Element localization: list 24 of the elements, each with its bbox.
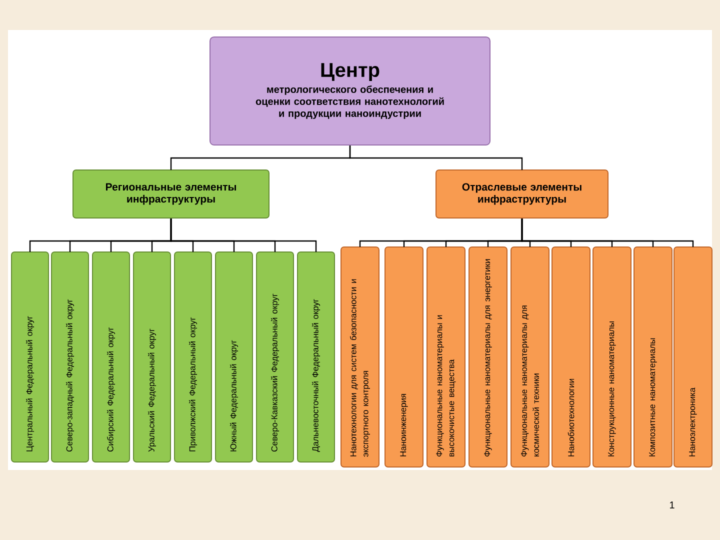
district-box: Северо-западный Федеральный округ xyxy=(51,251,89,462)
connector-line xyxy=(521,218,694,247)
sector-box: Функциональные наноматериалы для энергетики xyxy=(468,246,508,468)
district-box: Приволжский Федеральный округ xyxy=(174,251,212,462)
sector-box: Нанобиотехнологии xyxy=(552,246,590,468)
page-number: 1 xyxy=(670,502,674,508)
category-box: Региональные элементы инфраструктуры xyxy=(72,170,270,218)
district-box: Дальневосточный Федеральный округ xyxy=(297,251,335,462)
sector-box: Функциональные наноматериалы и высокочистые вещества xyxy=(426,246,466,468)
sector-box: Нанотехнологии для систем безопасности и экспортного контроля xyxy=(340,246,380,468)
district-box: Южный Федеральный округ xyxy=(215,251,253,462)
connector-line xyxy=(349,146,523,170)
sector-box: Функциональные наноматериалы для космической техники xyxy=(510,246,550,468)
district-box: Уральский Федеральный округ xyxy=(133,251,171,462)
district-box: Сибирский Федеральный округ xyxy=(92,251,130,462)
sector-box: Наноинженерия xyxy=(384,246,424,468)
sector-box: Наноэлектроника xyxy=(674,246,712,468)
connector-line xyxy=(170,218,317,252)
district-box: Северо-Кавказский Федеральный округ xyxy=(256,251,294,462)
center-box: Центр метрологического обеспечения и оценки соответствия нанотехнологий и продукции наноиндустрии xyxy=(210,36,490,146)
sector-box: Конструкционные наноматериалы xyxy=(592,246,632,468)
category-box: Отраслевые элементы инфраструктуры xyxy=(436,170,608,218)
sector-box: Композитные наноматериалы xyxy=(634,246,672,468)
district-box: Центральный Федеральный округ xyxy=(11,251,49,462)
